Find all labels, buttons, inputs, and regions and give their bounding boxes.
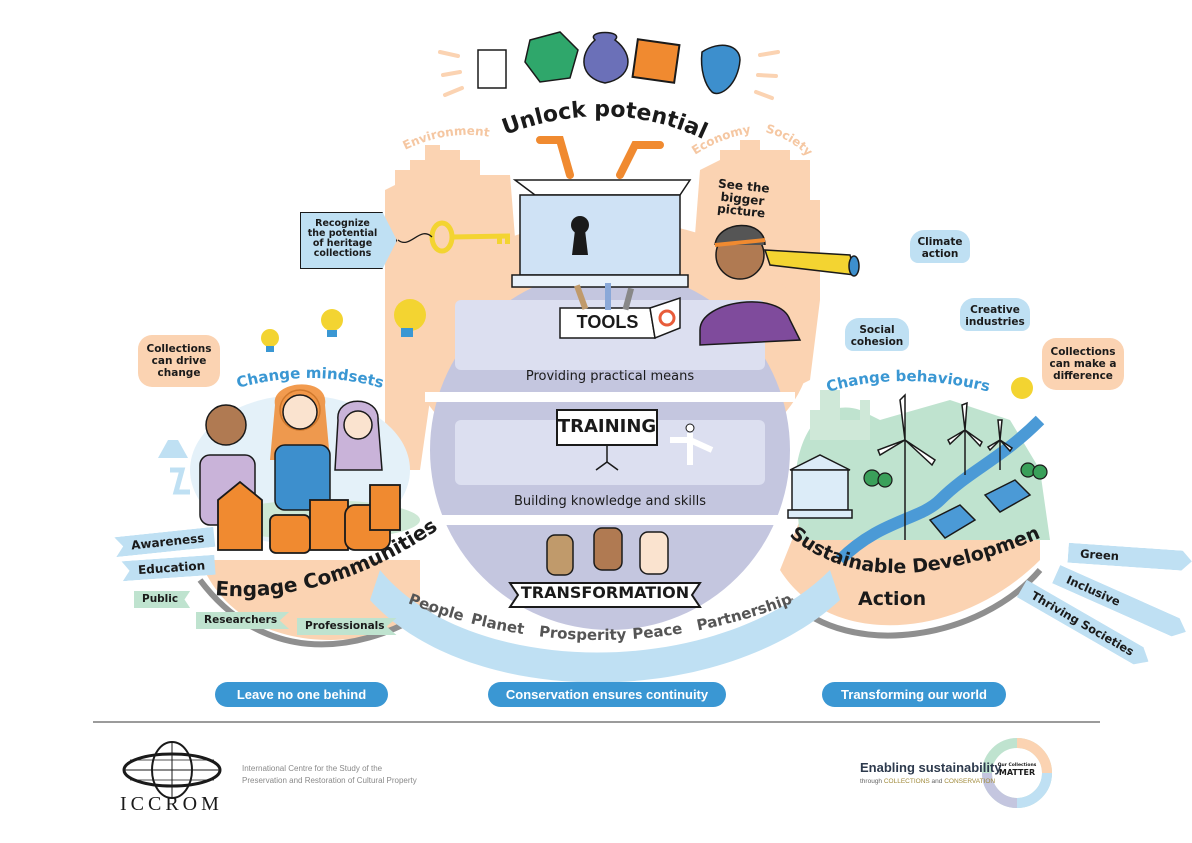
flag-researchers-label: Researchers: [204, 614, 278, 626]
badge-text: Our Collections MATTER: [995, 763, 1039, 777]
lightbulb-icons: [261, 299, 426, 352]
footer-tagline: Enabling sustainability: [860, 760, 1002, 775]
five-ps-band: [370, 570, 840, 683]
museum-keyhole: [511, 136, 692, 288]
community-people: [199, 384, 383, 526]
sub-prefix: through: [860, 778, 884, 785]
key-tag: Recognize the potential of heritage coll…: [300, 212, 397, 269]
vase-icon: [583, 31, 629, 84]
tools-label: TOOLS: [576, 312, 639, 332]
telescope-person: [699, 224, 860, 346]
training-caption: Building knowledge and skills: [514, 494, 706, 509]
iccrom-name-line1: International Centre for the Study of th…: [242, 764, 383, 773]
key-icon: [397, 220, 511, 254]
flag-professionals: Professionals: [297, 618, 397, 635]
cloud-climate-action: Climate action: [910, 230, 970, 263]
sub-and: and: [929, 778, 945, 785]
mask-icon: [700, 44, 741, 95]
iccrom-name-line2: Preservation and Restoration of Cultural…: [242, 776, 417, 785]
flag-researchers: Researchers: [196, 612, 290, 629]
bubble-collections-drive-change: Collections can drive change: [138, 335, 220, 387]
sun-icon: [1011, 377, 1033, 399]
collections-matter-badge: [982, 738, 1052, 808]
village-buildings: [217, 480, 401, 554]
training-label: TRAINING: [557, 416, 657, 437]
iccrom-wordmark: ICCROM: [120, 793, 223, 815]
fossil-icon: [524, 31, 579, 83]
training-board: [556, 409, 714, 471]
flask-icon: [158, 440, 188, 458]
painting-icon: [631, 38, 681, 84]
sdg-wheel-icon: [658, 309, 676, 327]
museum-building: [787, 454, 853, 519]
cloud-creative-industries: Creative industries: [960, 298, 1030, 331]
heritage-objects: [477, 31, 741, 95]
scroll-icon: [477, 49, 507, 89]
badge-main-text: MATTER: [998, 767, 1036, 777]
flag-professionals-label: Professionals: [305, 620, 385, 632]
cloud-social-cohesion: Social cohesion: [845, 318, 909, 351]
iccrom-full-name: International Centre for the Study of th…: [242, 763, 417, 787]
flag-public: Public: [134, 591, 191, 608]
tools-caption: Providing practical means: [525, 369, 695, 384]
badge-top-text: Our Collections: [997, 763, 1037, 768]
transformation-banner: [508, 527, 702, 608]
sub-collections: COLLECTIONS: [883, 778, 930, 785]
footer-subtagline: through COLLECTIONS and CONSERVATION: [860, 778, 995, 785]
pill-transforming-world: Transforming our world: [822, 682, 1006, 707]
bubble-collections-make-difference: Collections can make a difference: [1042, 338, 1124, 390]
flag-public-label: Public: [142, 593, 179, 605]
pill-leave-no-one-behind: Leave no one behind: [215, 682, 388, 707]
microscope-icon: [170, 467, 190, 495]
key-tag-text: Recognize the potential of heritage coll…: [307, 218, 378, 259]
iccrom-logo-icon: [122, 741, 222, 799]
toolbox-icon: [559, 283, 681, 340]
pill-conservation-continuity: Conservation ensures continuity: [488, 682, 726, 707]
sub-conservation: CONSERVATION: [944, 778, 996, 785]
sda-label-line2: Action: [858, 588, 927, 610]
transformation-label: TRANSFORMATION: [520, 583, 690, 602]
